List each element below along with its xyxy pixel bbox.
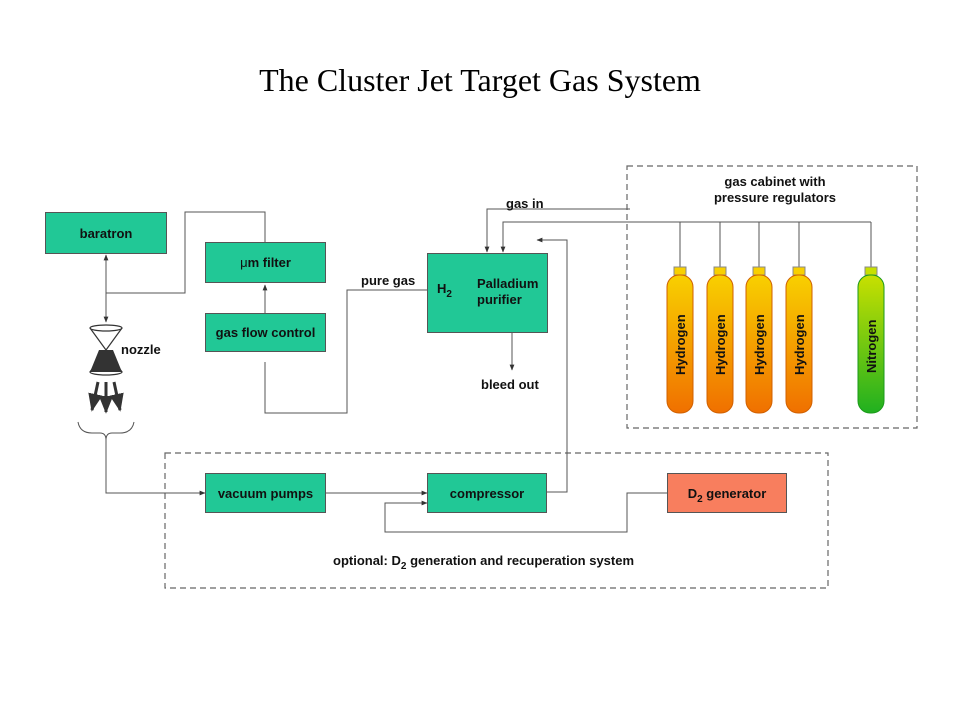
purifier-h2-label: H2 [437, 281, 452, 300]
page-title: The Cluster Jet Target Gas System [259, 62, 701, 98]
pure-gas-line [264, 289, 427, 414]
pure-gas-label: pure gas [361, 273, 416, 288]
optional-system-region [164, 452, 829, 589]
cylinder-label-1: Hydrogen [673, 314, 688, 375]
hydrogen-cylinder-4 [785, 266, 813, 414]
hydrogen-cylinder-2 [706, 266, 734, 414]
compressor-return-line [536, 237, 568, 493]
gas-flow-control-box: gas flow control [205, 313, 326, 352]
um-filter-box: μm filter [205, 242, 326, 283]
hydrogen-cylinder-1 [666, 266, 694, 414]
cylinder-label-5: Nitrogen [864, 320, 879, 374]
d2-compressor-line [384, 492, 667, 533]
brace-to-pumps-line [105, 440, 206, 496]
optional-system-label: optional: D2 generation and recuperation… [333, 553, 635, 572]
supply-line [500, 221, 871, 253]
vacuum-pumps-label: vacuum pumps [217, 485, 314, 501]
cylinder-label-4: Hydrogen [792, 314, 807, 375]
baratron-box: baratron [45, 212, 167, 254]
compressor-box: compressor [427, 473, 547, 513]
cylinders [666, 266, 885, 414]
cylinder-label-2: Hydrogen [713, 314, 728, 375]
bleed-out-label: bleed out [481, 377, 539, 392]
nitrogen-cylinder [857, 266, 885, 414]
gas-cabinet-region [626, 165, 918, 429]
vacuum-pumps-box: vacuum pumps [205, 473, 326, 513]
um-filter-label: μm filter [240, 255, 291, 270]
d2-generator-box: D2 generator [667, 473, 787, 513]
baratron-filter-line [106, 211, 266, 294]
gas-in-line [484, 208, 630, 253]
hydrogen-cylinder-3 [745, 266, 773, 414]
gas-in-label: gas in [506, 196, 544, 211]
jet-arrows-icon [88, 381, 124, 414]
cylinder-label-3: Hydrogen [752, 314, 767, 375]
baratron-label: baratron [79, 225, 133, 241]
d2-generator-label: D2 generator [687, 485, 767, 505]
compressor-label: compressor [449, 485, 525, 501]
brace-icon [77, 421, 135, 441]
gas-flow-control-label: gas flow control [215, 325, 316, 340]
nozzle-label: nozzle [121, 342, 161, 357]
